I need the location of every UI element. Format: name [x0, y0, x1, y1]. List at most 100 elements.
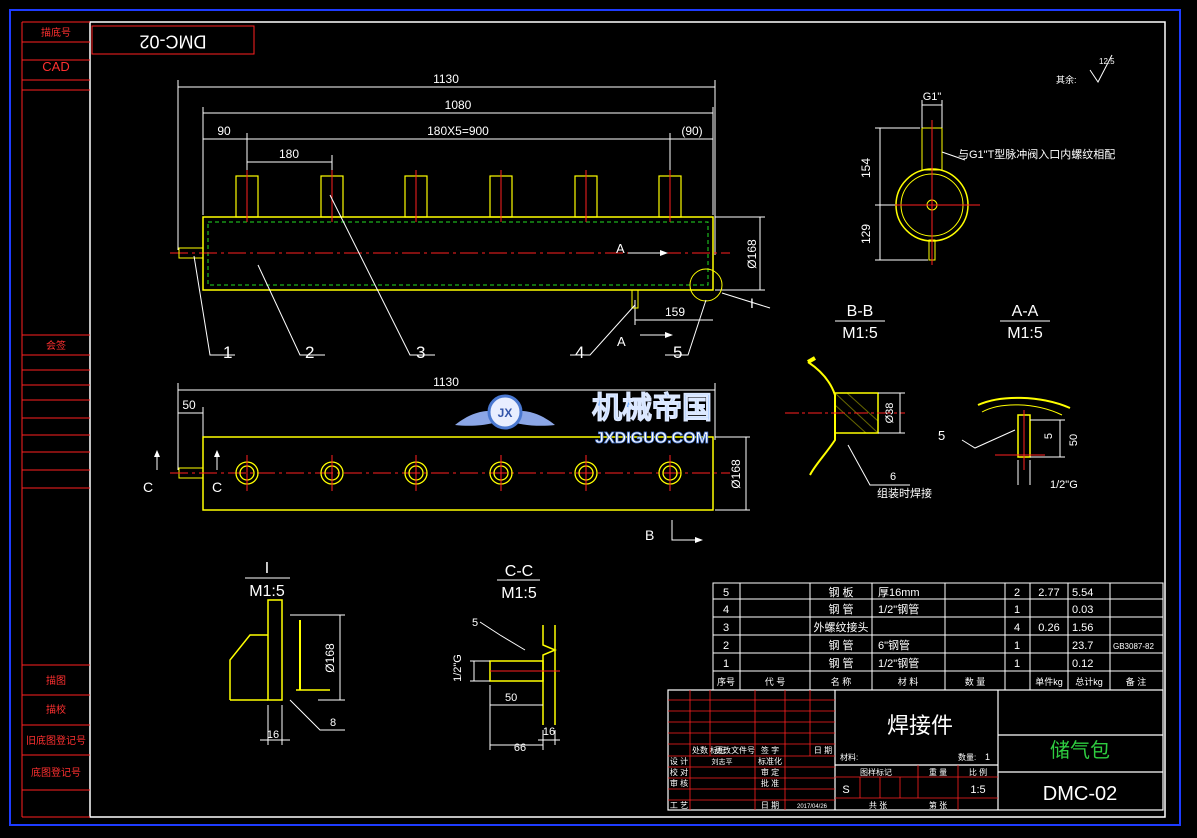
- section-a-bottom: A: [617, 334, 626, 349]
- rev-label-sign: 签 字: [761, 745, 779, 755]
- section-bb-weld: 6: [890, 471, 896, 483]
- side-view-note: 与G1"T型脉冲阀入口内螺纹相配: [958, 147, 1115, 161]
- detail-i-width: 16: [267, 729, 279, 741]
- row5-qty: 2: [1014, 587, 1020, 599]
- dim-body-length: 1080: [445, 98, 472, 112]
- design-label: 设 计: [670, 756, 688, 766]
- detail-i-title: I: [265, 560, 269, 577]
- qty-label: 数量:: [958, 752, 976, 762]
- section-bb-dim: Ø38: [884, 403, 896, 424]
- top-view: 1130 50 Ø168 C C B: [143, 375, 750, 543]
- section-b-letter: B: [645, 527, 654, 543]
- logo-subtitle: JXDIGUO.COM: [595, 430, 709, 447]
- audit-label: 审 核: [670, 778, 688, 788]
- section-aa: A-A M1:5 5 5 50 1/2"G: [938, 303, 1080, 491]
- review-label: 审 定: [761, 767, 779, 777]
- date-value: 2017/04/26: [797, 804, 828, 810]
- row1-qty: 1: [1014, 658, 1020, 670]
- dim-left-offset: 90: [217, 124, 231, 138]
- hdr-qty: 数 量: [965, 676, 986, 687]
- std-label: 标准化: [758, 756, 782, 766]
- strip-cell-1: 描底号: [41, 26, 71, 39]
- strip-cell-6: 旧底图登记号: [26, 734, 86, 747]
- dim-154: 154: [859, 158, 873, 178]
- rev-label-date: 日 期: [814, 746, 832, 755]
- section-cc-weld: 5: [472, 617, 478, 629]
- section-cc-dim2: 66: [514, 742, 526, 754]
- drawing-number: DMC-02: [1043, 783, 1117, 805]
- section-c-right: C: [212, 479, 222, 495]
- strip-cell-4: 描图: [46, 674, 66, 687]
- row4-no: 4: [723, 604, 729, 616]
- section-bb-title: B-B: [847, 303, 874, 320]
- title-block: 标记 处数 更改文件号 签 字 日 期 设 计 刘志平 标准化 校 对 审 定 …: [667, 689, 1164, 811]
- balloon-1: 1: [223, 343, 232, 362]
- row3-qty: 4: [1014, 622, 1020, 634]
- row1-total: 0.12: [1072, 658, 1093, 670]
- section-aa-thread: 1/2"G: [1050, 479, 1078, 491]
- row3-unit: 0.26: [1038, 622, 1059, 634]
- row3-no: 3: [723, 622, 729, 634]
- row2-note: GB3087-82: [1113, 642, 1154, 651]
- stage-label: 图样标记: [860, 767, 892, 777]
- row2-qty: 1: [1014, 640, 1020, 652]
- strip-cell-3: 会签: [46, 339, 66, 352]
- row5-total: 5.54: [1072, 587, 1093, 599]
- rev-label-doc: 更改文件号: [715, 745, 755, 755]
- detail-i: I M1:5 Ø168 16 8: [229, 560, 345, 745]
- surface-label: 其余:: [1056, 74, 1077, 85]
- row1-name: 钢 管: [828, 656, 853, 670]
- dim-bottom-offset: 159: [665, 305, 685, 319]
- dim-top-diameter: Ø168: [729, 459, 743, 489]
- side-view: G1" 154 129 与G1"T型脉冲阀入口内螺纹相配: [859, 91, 1115, 265]
- balloon-3: 3: [416, 343, 425, 362]
- section-aa-dim1: 5: [1043, 433, 1055, 439]
- jxdiguo-logo: JX 机械帝国 JXDIGUO.COM: [455, 391, 713, 447]
- rev-label-mark: 标记: [710, 745, 726, 755]
- hdr-unit: 单件kg: [1035, 676, 1063, 687]
- outer-frame: [9, 9, 1181, 826]
- row2-spec: 6"钢管: [878, 638, 910, 652]
- material-label: 材料:: [840, 752, 858, 762]
- section-aa-dim2: 50: [1068, 434, 1080, 446]
- row2-total: 23.7: [1072, 640, 1093, 652]
- row4-name: 钢 管: [828, 602, 853, 616]
- strip-cell-7: 底图登记号: [31, 766, 81, 779]
- section-cc-title: C-C: [505, 563, 533, 580]
- row4-total: 0.03: [1072, 604, 1093, 616]
- part-title: 焊接件: [887, 713, 953, 738]
- dim-pitch: 180: [279, 147, 299, 161]
- logo-badge: JX: [498, 406, 513, 420]
- detail-i-weld: 8: [330, 717, 336, 729]
- parts-table: 5 钢 板 厚16mm 2 2.77 5.54 4 钢 管 1/2"钢管 1 0…: [712, 582, 1164, 691]
- dim-overall-length: 1130: [433, 72, 459, 86]
- section-bb-note: 组装时焊接: [877, 486, 932, 500]
- detail-i-diameter: Ø168: [323, 643, 337, 673]
- section-cc-scale: M1:5: [501, 585, 537, 602]
- scale-value: 1:5: [970, 784, 985, 796]
- hdr-name: 名 称: [831, 676, 852, 687]
- hdr-code: 代 号: [765, 677, 786, 687]
- section-bb-scale: M1:5: [842, 325, 878, 342]
- side-strip: [21, 21, 90, 818]
- section-aa-weld: 5: [938, 428, 945, 443]
- hdr-note: 备 注: [1126, 676, 1147, 687]
- hdr-total: 总计kg: [1075, 676, 1103, 687]
- section-cc-dim3: 16: [543, 726, 555, 738]
- row1-spec: 1/2"钢管: [878, 656, 919, 670]
- row5-unit: 2.77: [1038, 587, 1059, 599]
- check-label: 校 对: [670, 767, 688, 777]
- balloon-4: 4: [575, 343, 584, 362]
- balloon-5: 5: [673, 343, 682, 362]
- process-label: 工 艺: [670, 801, 688, 810]
- assembly-name: 储气包: [1050, 739, 1110, 762]
- dim-pitch-total: 180X5=900: [427, 124, 489, 138]
- dim-129: 129: [859, 224, 873, 244]
- hdr-no: 序号: [717, 676, 735, 687]
- roughness-symbol: [1089, 54, 1113, 83]
- section-c-left: C: [143, 479, 153, 495]
- stage-value: S: [842, 784, 849, 796]
- dim-right-offset: (90): [681, 124, 702, 138]
- drawing-number-rotated: DMC-02: [139, 31, 206, 51]
